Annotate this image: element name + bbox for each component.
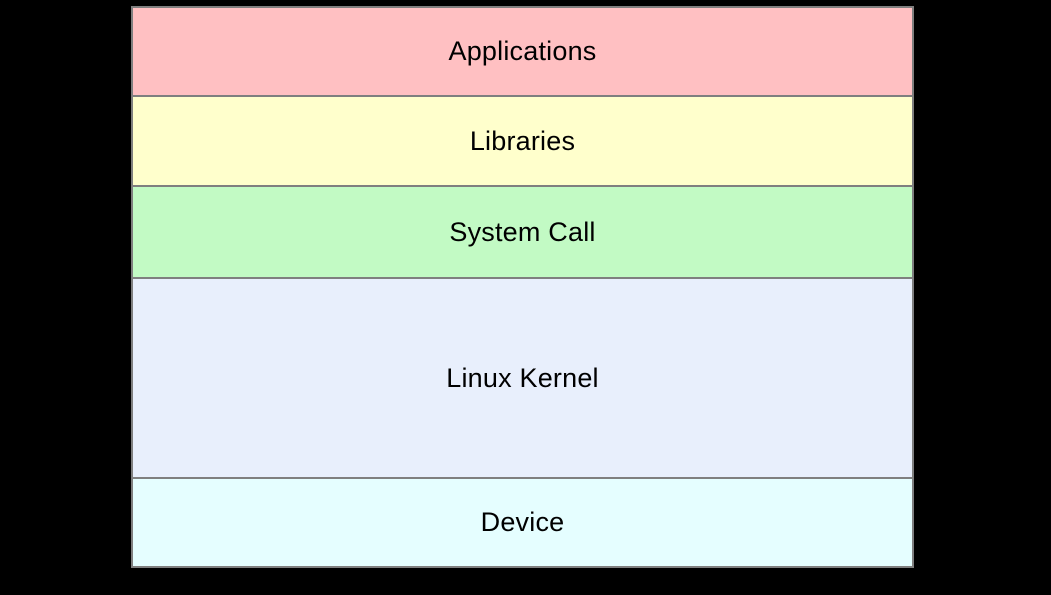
layer-applications-label: Applications <box>448 36 597 66</box>
layer-device: Device <box>133 479 912 566</box>
layer-libraries-label: Libraries <box>469 125 576 156</box>
layer-system-call-label: System Call <box>449 216 596 247</box>
layer-applications: Applications <box>133 8 912 97</box>
layer-device-label: Device <box>480 507 565 537</box>
layer-system-call: System Call <box>133 187 912 279</box>
layer-linux-kernel: Linux Kernel <box>133 279 912 479</box>
layer-linux-kernel-label: Linux Kernel <box>446 362 599 393</box>
layer-libraries: Libraries <box>133 97 912 187</box>
architecture-stack: Applications Libraries System Call Linux… <box>131 6 914 568</box>
